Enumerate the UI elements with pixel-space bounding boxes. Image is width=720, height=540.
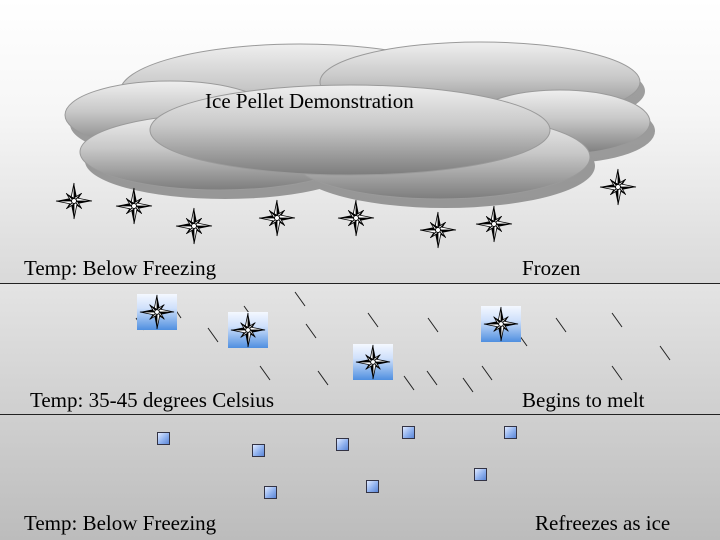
melting-layer-temp-label: Temp: 35-45 degrees Celsius [30,388,274,413]
melting-layer-state-label: Begins to melt [522,388,645,413]
melting-snowflake-icon [228,312,268,348]
rain-streak [260,366,270,380]
ice-pellet-icon [336,438,349,451]
rain-streak [318,371,328,385]
rain-streak [295,292,305,306]
melting-snowflake-icon [481,306,521,342]
snowflake-icon [418,210,458,250]
sky-layer-temp-label: Temp: Below Freezing [24,256,216,281]
rain-streak [428,318,438,332]
rain-streak [306,324,316,338]
rain-streak [463,378,473,392]
sky-layer-state-label: Frozen [522,256,580,281]
rain-streak [368,313,378,327]
melting-snowflake-icon [137,294,177,330]
snowflake-icon [336,198,376,238]
snowflake-icon [174,206,214,246]
rain-streak [208,328,218,342]
rain-streak [612,366,622,380]
ice-pellet-icon [474,468,487,481]
snowflake-icon [257,198,297,238]
ice-pellet-icon [264,486,277,499]
rain-streak [556,318,566,332]
ice-pellet-icon [157,432,170,445]
ice-pellet-icon [366,480,379,493]
rain-streak [612,313,622,327]
rain-streak [482,366,492,380]
snowflake-icon [54,181,94,221]
refreezing-layer-temp-label: Temp: Below Freezing [24,511,216,536]
ice-pellet-icon [504,426,517,439]
refreezing-layer-state-label: Refreezes as ice [535,511,670,536]
rain-streak [660,346,670,360]
ice-pellet-icon [252,444,265,457]
rain-streak [427,371,437,385]
melting-snowflake-icon [353,344,393,380]
snowflake-icon [598,167,638,207]
snowflake-icon [114,186,154,226]
snowflake-icon [474,204,514,244]
rain-streak [404,376,414,390]
ice-pellet-icon [402,426,415,439]
